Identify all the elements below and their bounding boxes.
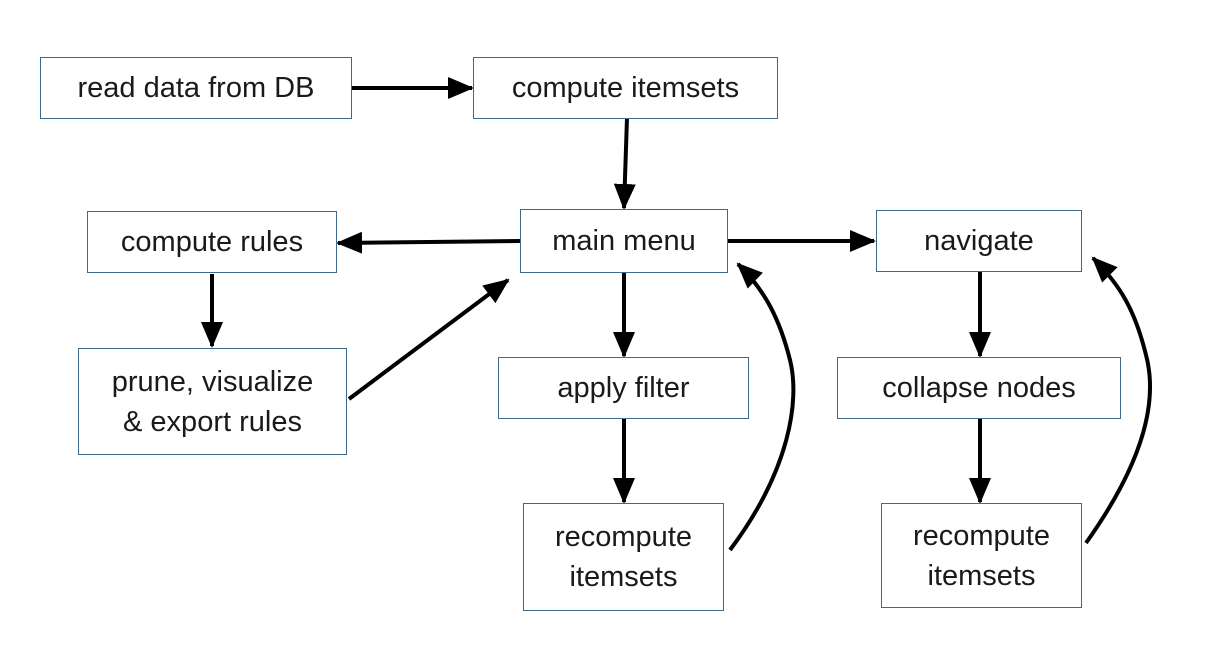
compute-itemsets-box: compute itemsets: [473, 57, 778, 119]
collapse-nodes-box: collapse nodes: [837, 357, 1121, 419]
recompute-itemsets-filter-box: recompute itemsets: [523, 503, 724, 611]
recompute-itemsets-navigate-box: recompute itemsets: [881, 503, 1082, 608]
arrow-menu-to-rules: [336, 231, 521, 254]
arrow-recompute-back-to-navigate: [1084, 256, 1153, 545]
prune-rules-box: prune, visualize & export rules: [78, 348, 347, 455]
main-menu-box: main menu: [520, 209, 728, 273]
read-data-box: read data from DB: [40, 57, 352, 119]
compute-rules-box: compute rules: [87, 211, 337, 273]
arrow-recompute-back-to-menu: [728, 262, 796, 552]
arrow-prune-to-menu: [347, 278, 510, 401]
navigate-box: navigate: [876, 210, 1082, 272]
apply-filter-box: apply filter: [498, 357, 749, 419]
arrow-itemsets-to-menu: [613, 117, 636, 210]
